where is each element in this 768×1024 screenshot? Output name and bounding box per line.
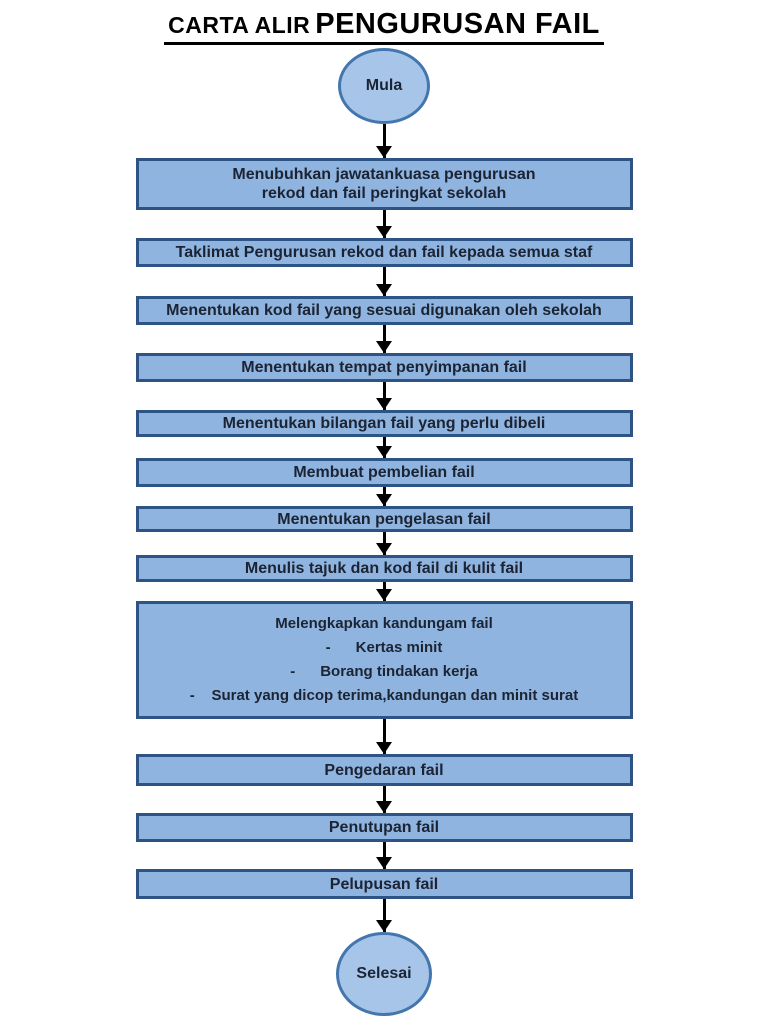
flow-arrow [382, 124, 386, 159]
flow-step-2: Taklimat Pengurusan rekod dan fail kepad… [135, 238, 633, 268]
step-label: Menentukan bilangan fail yang perlu dibe… [222, 415, 546, 433]
flow-step-11: Penutupan fail [135, 813, 633, 843]
flow-arrow [382, 719, 386, 755]
flow-arrow [382, 210, 386, 239]
flow-step-12: Pelupusan fail [135, 869, 633, 900]
flow-arrow [382, 487, 386, 507]
flow-step-10: Pengedaran fail [135, 754, 633, 787]
step-label: Membuat pembelian fail [293, 464, 475, 482]
step-label: Melengkapkan kandungam fail [275, 615, 493, 633]
step-bullet: - Borang tindakan kerja [290, 663, 478, 681]
step-label: Menentukan tempat penyimpanan fail [241, 359, 527, 377]
start-node: Mula [338, 48, 430, 125]
step-label: Menubuhkan jawatankuasa pengurusan [232, 165, 536, 183]
flow-arrow [382, 786, 386, 814]
title-main: PENGURUSAN FAIL [315, 8, 600, 40]
end-node: Selesai [336, 932, 432, 1017]
flowchart: Mula Menubuhkan jawatankuasa pengurusan … [0, 45, 768, 1017]
flow-arrow [382, 325, 386, 354]
flow-step-5: Menentukan bilangan fail yang perlu dibe… [135, 410, 633, 438]
step-label: Taklimat Pengurusan rekod dan fail kepad… [175, 244, 593, 262]
flow-step-1: Menubuhkan jawatankuasa pengurusan rekod… [135, 158, 633, 211]
step-label: Menentukan pengelasan fail [277, 510, 491, 528]
flow-step-4: Menentukan tempat penyimpanan fail [135, 353, 633, 383]
step-label: Pengedaran fail [324, 761, 444, 779]
flow-step-7: Menentukan pengelasan fail [135, 506, 633, 533]
flow-step-6: Membuat pembelian fail [135, 458, 633, 488]
flow-step-9: Melengkapkan kandungam fail - Kertas min… [135, 601, 633, 720]
flow-arrow [382, 582, 386, 602]
start-node-label: Mula [365, 77, 403, 95]
flow-arrow [382, 267, 386, 297]
step-bullet: - Kertas minit [325, 639, 443, 657]
step-label: Pelupusan fail [329, 875, 439, 893]
end-node-label: Selesai [356, 965, 412, 983]
step-label: Menentukan kod fail yang sesuai digunaka… [166, 302, 602, 320]
step-label: Menulis tajuk dan kod fail di kulit fail [244, 560, 524, 578]
flow-step-3: Menentukan kod fail yang sesuai digunaka… [135, 296, 633, 326]
step-bullet: - Surat yang dicop terima,kandungan dan … [189, 687, 579, 705]
step-label: Penutupan fail [328, 819, 440, 837]
flow-arrow [382, 382, 386, 411]
flow-arrow [382, 842, 386, 870]
flow-arrow [382, 437, 386, 459]
step-label: rekod dan fail peringkat sekolah [261, 185, 507, 203]
flow-step-8: Menulis tajuk dan kod fail di kulit fail [135, 555, 633, 583]
title-prefix: CARTA ALIR [168, 12, 311, 38]
flow-arrow [382, 899, 386, 933]
flow-arrow [382, 532, 386, 556]
